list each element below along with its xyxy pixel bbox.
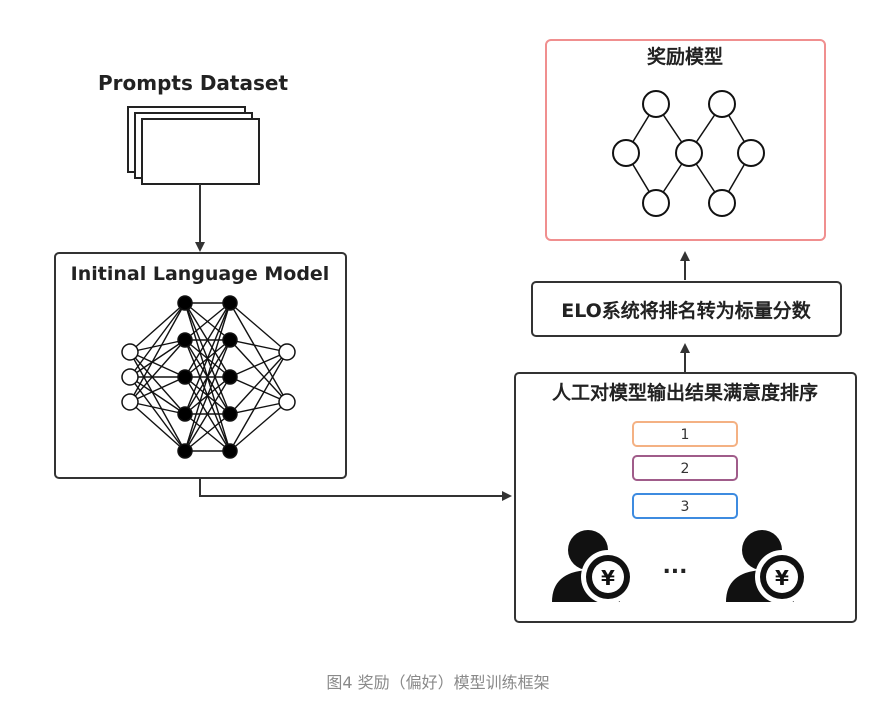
network-edge <box>184 302 231 415</box>
rank-item-2: 2 <box>632 455 738 481</box>
network-edge <box>229 339 288 353</box>
ellipsis: ... <box>662 554 687 579</box>
network-edge <box>184 302 231 452</box>
network-edge <box>229 351 288 452</box>
network-node <box>642 189 670 217</box>
svg-text:¥: ¥ <box>601 566 615 590</box>
network-node <box>177 295 193 311</box>
network-edge <box>229 401 288 452</box>
rank-item-2-text: 2 <box>681 461 690 477</box>
rank-item-1: 1 <box>632 421 738 447</box>
network-edge <box>229 376 288 403</box>
network-node <box>222 332 238 348</box>
network-edge <box>129 339 186 353</box>
network-edge <box>229 351 288 378</box>
arrow-model-to-ranking <box>199 478 512 501</box>
network-node <box>177 332 193 348</box>
rank-item-1-text: 1 <box>681 427 690 443</box>
network-edge <box>129 401 186 452</box>
network-edge <box>129 339 186 378</box>
network-node <box>675 139 703 167</box>
network-edge <box>129 302 186 353</box>
person-yen-icon: ¥ <box>552 530 635 604</box>
network-node <box>177 406 193 422</box>
network-edge <box>129 351 186 415</box>
network-node <box>222 406 238 422</box>
prompts-dataset-label: Prompts Dataset <box>98 71 288 95</box>
reward-model-box: 奖励模型 <box>545 39 826 241</box>
neural-network-icon <box>612 90 765 217</box>
initial-model-box: Initinal Language Model <box>54 252 347 479</box>
network-node <box>708 90 736 118</box>
network-edge <box>229 401 288 415</box>
network-edge <box>129 351 186 378</box>
network-edge <box>129 376 186 415</box>
network-node <box>642 90 670 118</box>
stacked-documents-icon <box>127 106 260 185</box>
ranking-box: 人工对模型输出结果满意度排序 1 2 3 ¥ ... <box>514 372 857 623</box>
network-node <box>737 139 765 167</box>
network-node <box>222 369 238 385</box>
network-edge <box>129 376 186 403</box>
network-edge <box>129 401 186 415</box>
initial-model-label: Initinal Language Model <box>71 263 330 285</box>
network-node <box>222 443 238 459</box>
ranking-label: 人工对模型输出结果满意度排序 <box>552 381 818 404</box>
network-edge <box>229 302 288 353</box>
rank-item-3-text: 3 <box>681 499 690 515</box>
rank-item-3: 3 <box>632 493 738 519</box>
network-node <box>121 368 139 386</box>
network-edge <box>229 302 288 403</box>
network-node <box>278 343 296 361</box>
network-edge <box>184 302 231 378</box>
elo-label: ELO系统将排名转为标量分数 <box>561 299 812 322</box>
svg-text:¥: ¥ <box>775 566 789 590</box>
person-yen-icon: ¥ <box>726 530 809 604</box>
network-node <box>708 189 736 217</box>
network-edge <box>184 376 231 452</box>
network-edge <box>184 413 231 452</box>
network-node <box>177 369 193 385</box>
figure-caption: 图4 奖励（偏好）模型训练框架 <box>326 673 550 692</box>
network-node <box>121 393 139 411</box>
network-node <box>121 343 139 361</box>
network-edge <box>129 376 186 452</box>
network-edge <box>129 302 186 403</box>
diagram: Prompts Dataset Initinal Language Model … <box>54 39 857 623</box>
network-edge <box>129 339 186 403</box>
network-edge <box>184 339 231 452</box>
neural-network-icon <box>121 295 296 459</box>
elo-box: ELO系统将排名转为标量分数 <box>531 281 842 337</box>
prompts-dataset: Prompts Dataset <box>98 71 288 185</box>
reward-model-label: 奖励模型 <box>647 45 723 68</box>
network-node <box>278 393 296 411</box>
network-edge <box>229 339 288 403</box>
network-edge <box>229 351 288 415</box>
network-edge <box>129 302 186 378</box>
network-edge <box>129 351 186 452</box>
network-edge <box>184 302 231 341</box>
network-node <box>177 443 193 459</box>
network-node <box>222 295 238 311</box>
network-node <box>612 139 640 167</box>
